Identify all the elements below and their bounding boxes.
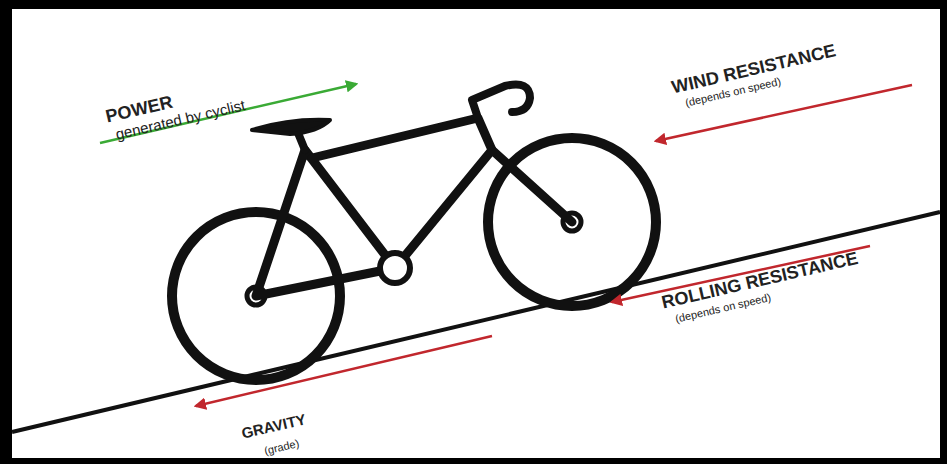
gravity-arrow: [196, 336, 492, 406]
front-wheel: [488, 138, 656, 306]
slope-line: [12, 212, 940, 432]
white-panel: [12, 9, 940, 458]
fork: [492, 150, 572, 222]
rear-triangle: [256, 150, 395, 296]
handlebar: [472, 85, 530, 119]
chainring: [380, 253, 410, 283]
saddle: [252, 120, 330, 134]
bicycle: [172, 85, 656, 381]
force-note: (grade): [263, 437, 300, 457]
main-triangle: [312, 118, 492, 268]
power-arrow: [100, 84, 356, 143]
